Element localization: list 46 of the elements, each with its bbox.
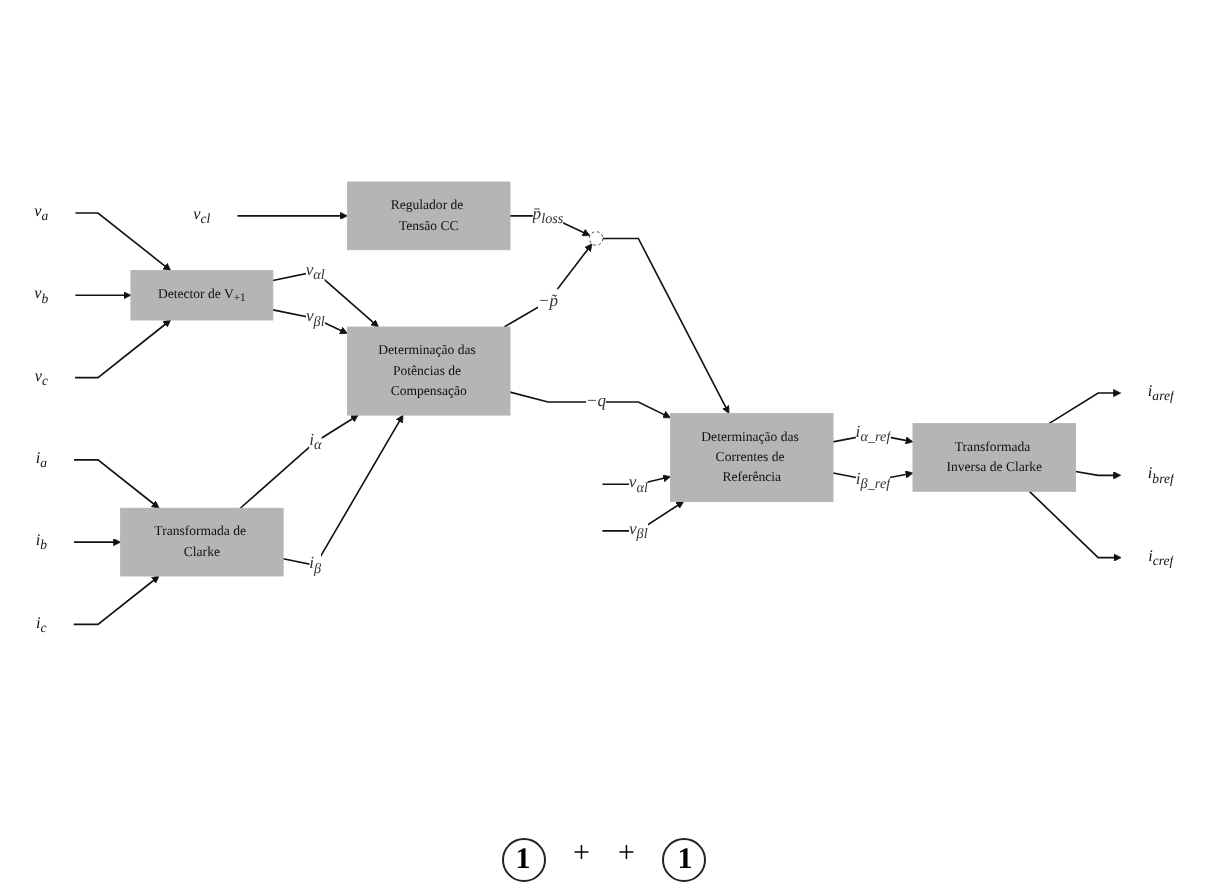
sign-label: + [618,838,635,874]
edge-label: v$_{βl}$ [628,519,648,542]
connector-marker: 1 [501,838,546,882]
edge-label: −q [586,391,607,411]
node-text: v$_{c}$ [34,366,48,389]
edge-label: −p̃ [537,291,559,311]
arrow [74,319,171,379]
arrow [1028,490,1122,562]
edge-label: i$_{β}$ [309,553,322,577]
arrow [1074,470,1122,480]
edge-label: p̄$_{loss}$ [532,204,564,227]
node-text: v$_{a}$ [34,201,49,224]
edge-label: i$_{α_ref}$ [855,422,891,446]
arrow [236,211,348,220]
arrow [239,414,359,510]
node-text: i$_{b}$ [35,530,47,554]
edge-label: i$_{α}$ [309,430,322,453]
arrow [72,575,160,626]
arrow [282,414,404,567]
arrow [74,212,171,271]
connector-marker: 1 [662,838,707,882]
arrow [272,309,348,335]
arrow [74,291,132,300]
edge-label: v$_{αl}$ [305,260,325,283]
arrow [73,538,121,547]
sign-label: + [573,838,590,874]
arrow [601,501,685,532]
arrow [832,470,914,482]
node-text: i$_{c}$ [36,613,47,636]
arrow [272,270,379,328]
edge-label: v$_{βl}$ [305,307,325,330]
arrow [73,459,160,509]
arrow [1048,389,1122,425]
node-text: v$_{b}$ [34,283,49,307]
node-text: i$_{cref}$ [1148,546,1174,569]
node-text: i$_{aref}$ [1147,381,1174,404]
edge-label: i$_{β_ref}$ [855,469,891,492]
edge-label: v$_{αl}$ [628,472,648,496]
arrow [509,391,671,419]
node-text: i$_{bref}$ [1147,463,1174,487]
node-text: v$_{cl}$ [193,204,211,227]
node-text: i$_{a}$ [35,448,47,471]
arrow [503,243,593,328]
arrow [602,237,730,414]
arrow [601,474,671,486]
node-circle [588,231,604,246]
